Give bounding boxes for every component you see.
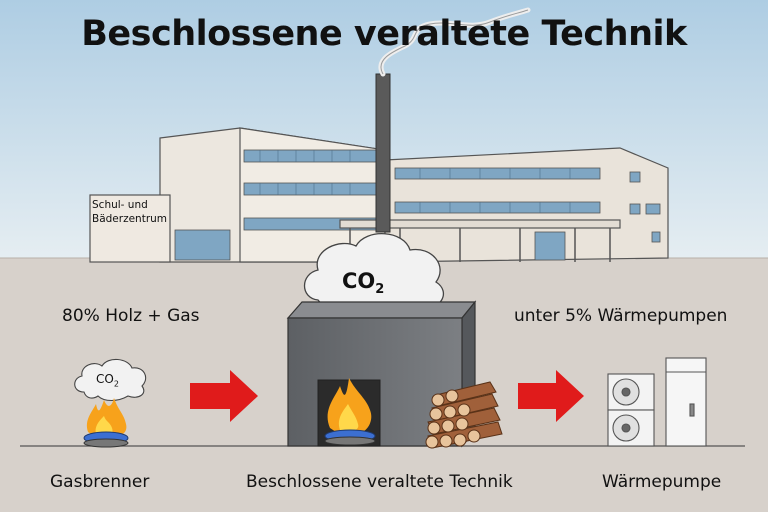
arrow-right	[518, 370, 584, 422]
firewood-pile-icon	[425, 381, 503, 449]
boiler-flame-icon	[324, 378, 376, 446]
page-title: Beschlossene veraltete Technik	[81, 14, 687, 54]
right-caption-top: unter 5% Wärmepumpen	[514, 306, 728, 326]
building-sign-line2: Bäderzentrum	[92, 213, 168, 225]
co2-large-label: CO2	[342, 269, 384, 297]
co2-large-main: CO	[342, 269, 376, 293]
left-caption-top: 80% Holz + Gas	[62, 306, 200, 326]
building-sign-line1: Schul- und	[92, 199, 148, 211]
school-building	[89, 127, 669, 263]
heat-pump-outdoor-unit-icon	[607, 373, 655, 447]
center-caption-bottom: Beschlossene veraltete Technik	[246, 472, 513, 492]
building-sign: Schul- und Bäderzentrum	[92, 198, 172, 226]
gas-burner-icon	[83, 398, 129, 448]
left-caption-bottom: Gasbrenner	[50, 472, 150, 492]
heat-pump-indoor-unit-icon	[665, 357, 707, 447]
chimney	[375, 73, 391, 233]
right-caption-bottom: Wärmepumpe	[602, 472, 722, 492]
arrow-left	[190, 370, 258, 422]
co2-large-sub: 2	[375, 282, 385, 298]
co2-cloud-small	[74, 358, 147, 402]
co2-small-main: CO	[96, 372, 114, 386]
co2-small-label: CO2	[96, 372, 119, 388]
co2-small-sub: 2	[113, 379, 119, 389]
